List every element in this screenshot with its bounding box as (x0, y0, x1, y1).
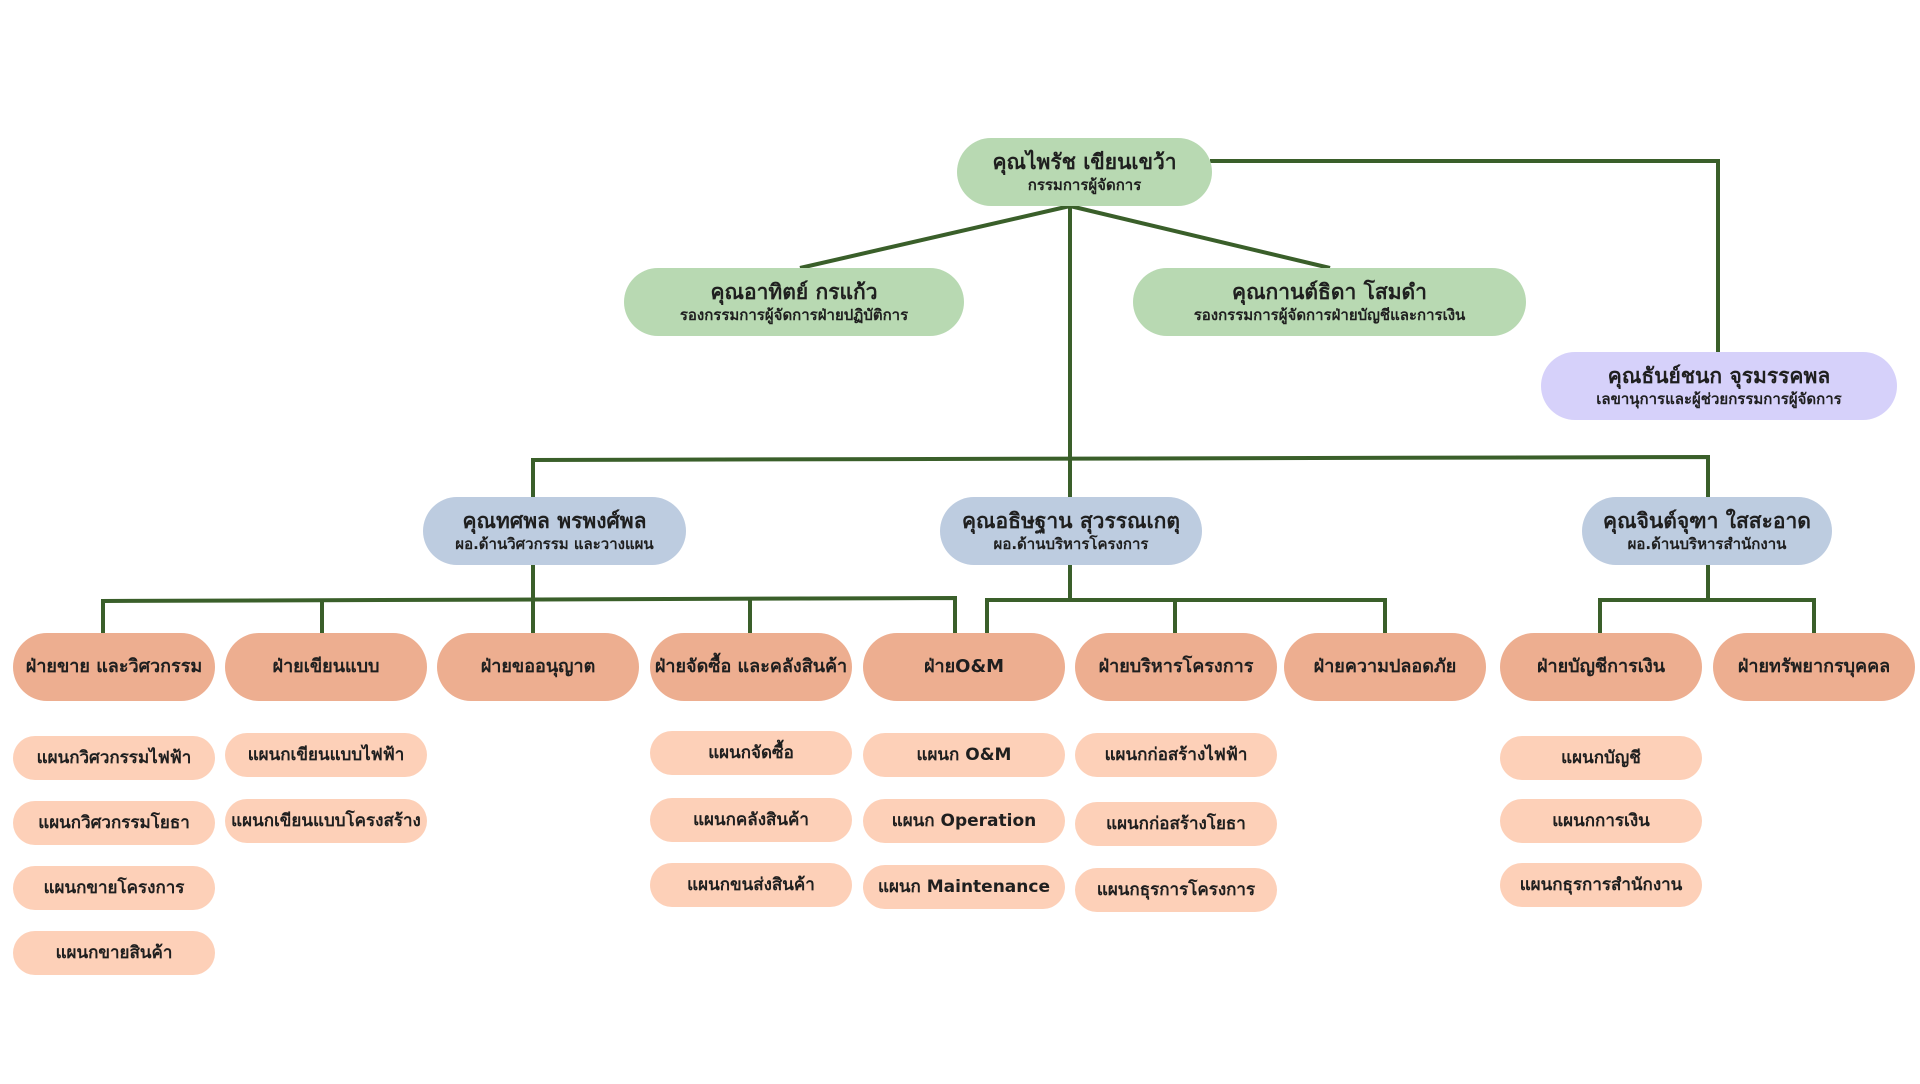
dept-safety: ฝ่ายความปลอดภัย (1284, 633, 1486, 701)
unit-office-admin: แผนกธุรการสำนักงาน (1500, 863, 1702, 907)
director-title: ผอ.ด้านบริหารสำนักงาน (1627, 534, 1787, 553)
unit-product-sales: แผนกขายสินค้า (13, 931, 215, 975)
unit-civil-construction: แผนกก่อสร้างโยธา (1075, 802, 1277, 846)
node-managing-director: คุณไพรัช เขียนเขว้า กรรมการผู้จัดการ (957, 138, 1212, 206)
node-deputy-finance: คุณกานต์ธิดา โสมดำ รองกรรมการผู้จัดการฝ่… (1133, 268, 1526, 336)
line-dir1-bus (101, 595, 957, 635)
dmd1-title: รองกรรมการผู้จัดการฝ่ายปฏิบัติการ (679, 305, 909, 324)
unit-shipping: แผนกขนส่งสินค้า (650, 863, 852, 907)
unit-structural-drafting: แผนกเขียนแบบโครงสร้าง (225, 799, 427, 843)
node-deputy-operations: คุณอาทิตย์ กรแก้ว รองกรรมการผู้จัดการฝ่า… (624, 268, 964, 336)
director-title: ผอ.ด้านบริหารโครงการ (993, 534, 1149, 553)
unit-electrical-construction: แผนกก่อสร้างไฟฟ้า (1075, 733, 1277, 777)
dept-permits: ฝ่ายขออนุญาต (437, 633, 639, 701)
dmd1-name: คุณอาทิตย์ กรแก้ว (710, 280, 878, 305)
dept-purchasing-warehouse: ฝ่ายจัดซื้อ และคลังสินค้า (650, 633, 852, 701)
line-dir2-bus (985, 598, 1387, 635)
md-name: คุณไพรัช เขียนเขว้า (992, 150, 1177, 175)
unit-operation: แผนก Operation (863, 799, 1065, 843)
line-dir3-bus (1598, 598, 1816, 635)
dmd2-name: คุณกานต์ธิดา โสมดำ (1232, 280, 1427, 305)
node-director-projects: คุณอธิษฐาน สุวรรณเกตุ ผอ.ด้านบริหารโครงก… (940, 497, 1202, 565)
director-title: ผอ.ด้านวิศวกรรม และวางแผน (455, 534, 654, 553)
unit-finance: แผนกการเงิน (1500, 799, 1702, 843)
line-md-dmd2 (1069, 204, 1331, 270)
node-director-office: คุณจินต์จุฑา ใสสะอาด ผอ.ด้านบริหารสำนักง… (1582, 497, 1832, 565)
unit-electrical-drafting: แผนกเขียนแบบไฟฟ้า (225, 733, 427, 777)
dept-human-resources: ฝ่ายทรัพยากรบุคคล (1713, 633, 1915, 701)
unit-maintenance: แผนก Maintenance (863, 865, 1065, 909)
node-secretary: คุณธันย์ชนก จุรมรรคพล เลขานุการและผู้ช่ว… (1541, 352, 1897, 420)
director-name: คุณทศพล พรพงศ์พล (462, 509, 647, 534)
node-director-engineering: คุณทศพล พรพงศ์พล ผอ.ด้านวิศวกรรม และวางแ… (423, 497, 686, 565)
md-title: กรรมการผู้จัดการ (1027, 175, 1142, 194)
dept-drafting: ฝ่ายเขียนแบบ (225, 633, 427, 701)
unit-electrical-engineering: แผนกวิศวกรรมไฟฟ้า (13, 736, 215, 780)
unit-project-admin: แผนกธุรการโครงการ (1075, 868, 1277, 912)
line-md-dmd1 (799, 204, 1071, 270)
director-name: คุณอธิษฐาน สุวรรณเกตุ (961, 509, 1181, 534)
line-director-bus (531, 454, 1710, 497)
unit-warehouse: แผนกคลังสินค้า (650, 798, 852, 842)
line-md-secretary (1210, 159, 1720, 352)
secretary-name: คุณธันย์ชนก จุรมรรคพล (1607, 364, 1831, 389)
unit-purchasing: แผนกจัดซื้อ (650, 731, 852, 775)
dept-project-management: ฝ่ายบริหารโครงการ (1075, 633, 1277, 701)
dept-om: ฝ่ายO&M (863, 633, 1065, 701)
dept-sales-engineering: ฝ่ายขาย และวิศวกรรม (13, 633, 215, 701)
unit-civil-engineering: แผนกวิศวกรรมโยธา (13, 801, 215, 845)
unit-accounting: แผนกบัญชี (1500, 736, 1702, 780)
dept-accounting-finance: ฝ่ายบัญชีการเงิน (1500, 633, 1702, 701)
dmd2-title: รองกรรมการผู้จัดการฝ่ายบัญชีและการเงิน (1193, 305, 1466, 324)
unit-project-sales: แผนกขายโครงการ (13, 866, 215, 910)
director-name: คุณจินต์จุฑา ใสสะอาด (1603, 509, 1811, 534)
secretary-title: เลขานุการและผู้ช่วยกรรมการผู้จัดการ (1596, 389, 1842, 408)
unit-om: แผนก O&M (863, 733, 1065, 777)
